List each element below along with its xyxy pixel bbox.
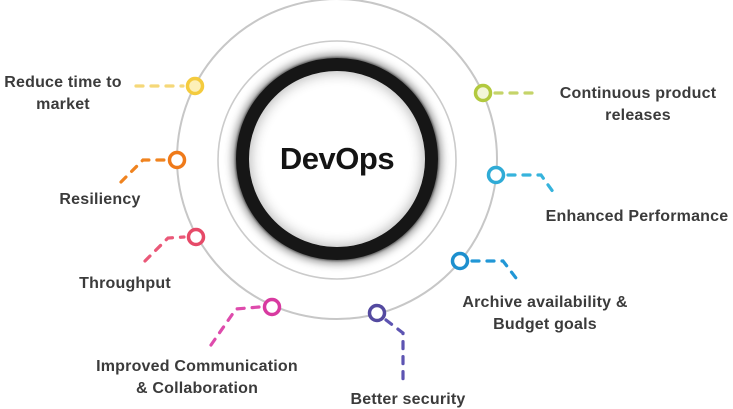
label-archive-availability: Archive availability & Budget goals	[462, 294, 628, 333]
connector-line-enhanced-performance	[506, 173, 558, 198]
connector-line-archive-availability	[470, 259, 521, 284]
label-enhanced-performance: Enhanced Performance	[545, 208, 729, 225]
connector-line-resiliency	[119, 158, 167, 184]
node-dot-better-security	[367, 303, 387, 323]
connector-line-throughput	[143, 235, 186, 263]
label-continuous-releases: Continuous product releases	[559, 85, 717, 124]
devops-title: DevOps	[279, 141, 395, 176]
label-resiliency: Resiliency	[59, 191, 141, 208]
node-dot-archive-availability	[450, 251, 470, 271]
label-better-security: Better security	[350, 391, 466, 408]
label-improved-communication: Improved Communication & Collaboration	[96, 358, 298, 397]
node-dot-reduce-time-to-market	[185, 76, 205, 96]
node-dot-enhanced-performance	[486, 165, 506, 185]
node-dot-resiliency	[167, 150, 187, 170]
node-dot-continuous-releases	[473, 83, 493, 103]
node-dot-throughput	[186, 227, 206, 247]
node-dot-improved-communication	[262, 297, 282, 317]
label-reduce-time-to-market: Reduce time to market	[4, 74, 122, 113]
connector-line-better-security	[384, 318, 405, 382]
connector-line-improved-communication	[209, 305, 261, 347]
devops-core-circle: DevOps	[236, 58, 438, 260]
orbit-inner-circle	[217, 40, 457, 280]
label-throughput: Throughput	[79, 275, 171, 292]
